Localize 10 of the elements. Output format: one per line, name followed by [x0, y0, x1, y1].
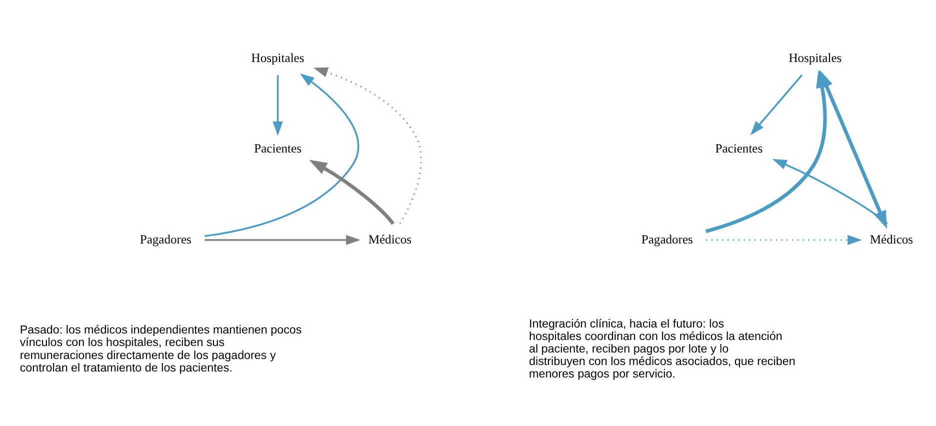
node-text: Pacientes [254, 141, 302, 156]
node-text: Pacientes [715, 141, 763, 156]
node-text: Pagadores [641, 232, 693, 246]
label: Pasado: los médicos independientes mantienen pocos vínculos con los hospitales, reciben sus remuneraciones directamente de los pagadores y controlan el tratamiento de los pacientes. [20, 323, 302, 374]
node-text: Hospitales [788, 50, 842, 65]
node-text: Hospitales [251, 50, 304, 65]
label: Integración clínica, hacia el futuro: los hospitales coordinan con los médicos la atención al paciente, reciben pagos por lote y lo distribuyen con los médicos asociados, que reciben menores pagos por servicio. [529, 316, 796, 380]
node-text: Pagadores [140, 232, 192, 246]
node-text: Médicos [870, 232, 914, 246]
node-text: Médicos [368, 232, 412, 246]
